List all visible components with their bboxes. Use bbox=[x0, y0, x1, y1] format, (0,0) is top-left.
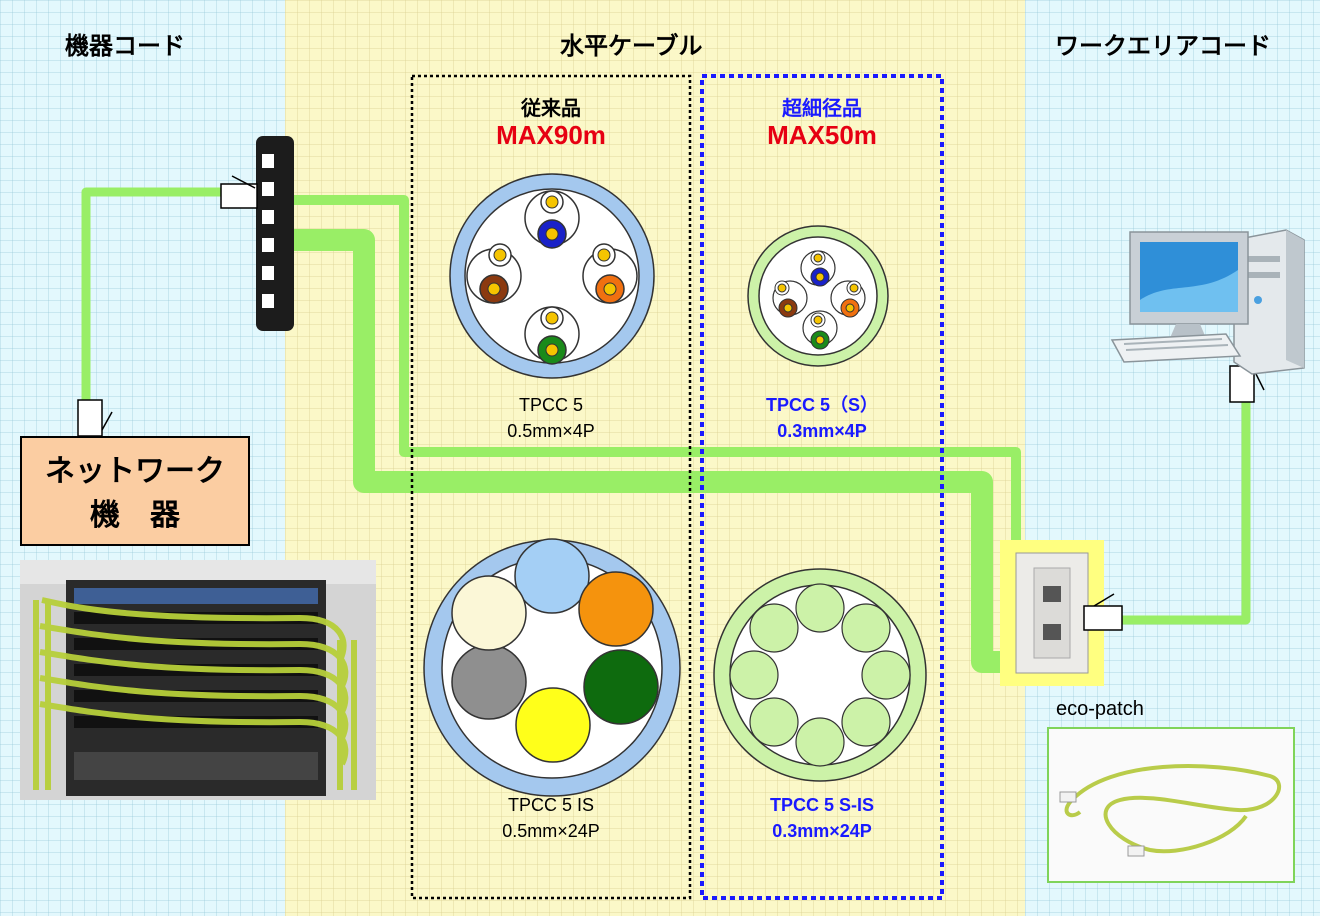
ultra-thin-group-frame bbox=[700, 74, 944, 900]
cable-path-thin-horizontal bbox=[294, 195, 1021, 548]
tpcc5s-spec: 0.3mm×4P bbox=[777, 421, 867, 441]
network-device-box: ネットワーク 機 器 bbox=[20, 436, 250, 546]
tpcc5s-name: TPCC 5（S） bbox=[765, 395, 879, 415]
connector-plug-network bbox=[77, 399, 113, 437]
conventional-max-length: MAX90m bbox=[496, 120, 606, 150]
tpcc5sis-name: TPCC 5 S-IS bbox=[769, 795, 875, 815]
ultra-thin-max-length: MAX50m bbox=[767, 120, 877, 150]
desktop-computer bbox=[1110, 229, 1305, 375]
tpcc5-label: TPCC 5 0.5mm×4P bbox=[412, 392, 690, 444]
eco-patch-photo bbox=[1047, 727, 1295, 883]
conventional-title: 従来品 bbox=[521, 98, 581, 120]
tpcc5-spec: 0.5mm×4P bbox=[507, 421, 595, 441]
cable-path-thick-horizontal bbox=[294, 229, 1006, 673]
tpcc5is-cross-section bbox=[423, 538, 681, 797]
network-device-line2: 機 器 bbox=[90, 499, 180, 532]
ultra-thin-title: 超細径品 bbox=[782, 98, 862, 120]
cable-path-outlet-to-pc bbox=[1118, 395, 1251, 625]
tpcc5s-cross-section bbox=[747, 225, 889, 367]
wall-outlet bbox=[1000, 540, 1104, 686]
tpcc5sis-spec: 0.3mm×24P bbox=[772, 821, 872, 841]
eco-patch-label: eco-patch bbox=[1056, 698, 1144, 720]
header-equipment-cord: 機器コード bbox=[65, 33, 185, 60]
tpcc5-cross-section bbox=[449, 173, 655, 379]
tpcc5is-label: TPCC 5 IS 0.5mm×24P bbox=[412, 792, 690, 844]
patch-panel bbox=[256, 136, 294, 331]
tpcc5is-spec: 0.5mm×24P bbox=[502, 821, 600, 841]
network-rack-photo bbox=[20, 560, 376, 800]
tpcc5s-label: TPCC 5（S） 0.3mm×4P bbox=[702, 392, 942, 444]
cable-path-network-to-panel bbox=[81, 187, 258, 430]
tpcc5is-name: TPCC 5 IS bbox=[507, 795, 595, 815]
conventional-group-frame bbox=[410, 74, 692, 900]
tpcc5-name: TPCC 5 bbox=[518, 395, 583, 415]
connector-plug-panel bbox=[220, 175, 258, 209]
tpcc5sis-label: TPCC 5 S-IS 0.3mm×24P bbox=[702, 792, 942, 844]
connector-plug-outlet bbox=[1083, 593, 1123, 631]
header-work-area-cord: ワークエリアコード bbox=[1055, 33, 1271, 60]
horizontal-cable-zone bbox=[285, 0, 1025, 916]
header-horizontal-cable: 水平ケーブル bbox=[560, 33, 703, 60]
tpcc5sis-cross-section bbox=[713, 568, 927, 782]
network-device-line1: ネットワーク bbox=[45, 455, 225, 488]
